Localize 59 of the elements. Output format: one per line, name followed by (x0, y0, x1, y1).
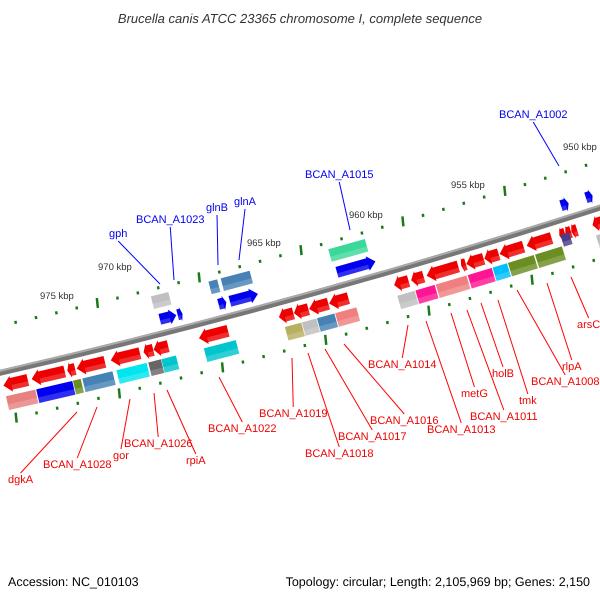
leader-line (498, 300, 528, 394)
leader-line (466, 310, 504, 410)
leader-line (344, 344, 405, 414)
leader-line (76, 406, 98, 458)
leader-line (516, 290, 566, 376)
accession-note: Accession: NC_010103 (8, 575, 139, 589)
gene-label: BCAN_A1011 (470, 411, 538, 423)
gene-label: rlpA (562, 361, 582, 373)
leader-line (166, 390, 196, 454)
leader-line (480, 302, 504, 368)
gene-label: rpiA (186, 455, 206, 467)
leader-line (324, 348, 373, 430)
gene-label: glnA (234, 196, 256, 208)
gene-label: BCAN_A1008 (531, 376, 600, 388)
topology-note: Topology: circular; Length: 2,105,969 bp; Genes: 2,150 (286, 575, 590, 589)
gene-label: BCAN_A1028 (43, 459, 112, 471)
gene-label: arsC (577, 319, 600, 331)
gene-label: tmk (519, 395, 537, 407)
leader-line (338, 182, 350, 230)
scale-label: 970 kbp (98, 262, 132, 273)
gene-label: BCAN_A1014 (368, 359, 436, 371)
gene-label: holB (492, 368, 514, 380)
gene-label: BCAN_A1015 (305, 169, 374, 181)
leader-line (292, 358, 294, 408)
leader-line (20, 412, 78, 474)
leader-line (308, 352, 340, 448)
gene-label: BCAN_A1013 (427, 424, 496, 436)
gene-label: BCAN_A1023 (136, 214, 204, 226)
scale-label: 960 kbp (349, 210, 383, 221)
gene-label: BCAN_A1016 (370, 415, 438, 427)
gene-label: BCAN_A1019 (259, 408, 328, 420)
leader-line (216, 214, 218, 266)
scale-label: 955 kbp (451, 180, 485, 191)
leader-line (546, 282, 572, 360)
map-title: Brucella canis ATCC 23365 chromosome I, complete sequence (116, 11, 484, 26)
leader-line (118, 240, 160, 284)
leader-line (570, 276, 590, 318)
leader-line (450, 312, 475, 388)
gene-label: gph (109, 228, 128, 240)
leader-line (154, 392, 159, 438)
gene-label: glnB (206, 202, 228, 214)
leader-line (532, 122, 560, 166)
gene-label: BCAN_A1002 (499, 109, 568, 121)
leader-line (218, 376, 243, 422)
scale-label: 975 kbp (40, 291, 74, 302)
gene-label: BCAN_A1026 (124, 438, 192, 450)
gene-label: BCAN_A1017 (338, 431, 406, 443)
leader-line (120, 398, 130, 450)
scale-label: 965 kbp (247, 238, 281, 249)
leader-line (426, 320, 462, 424)
gene-label: BCAN_A1018 (305, 448, 374, 460)
gene-label: metG (461, 388, 488, 400)
scale-label: 950 kbp (563, 142, 597, 153)
gene-label: gor (113, 450, 129, 462)
gene-label: dgkA (8, 474, 34, 486)
gene-label: BCAN_A1022 (208, 423, 276, 435)
leader-line (170, 226, 174, 280)
leader-line (238, 208, 246, 260)
leader-line (402, 324, 408, 358)
